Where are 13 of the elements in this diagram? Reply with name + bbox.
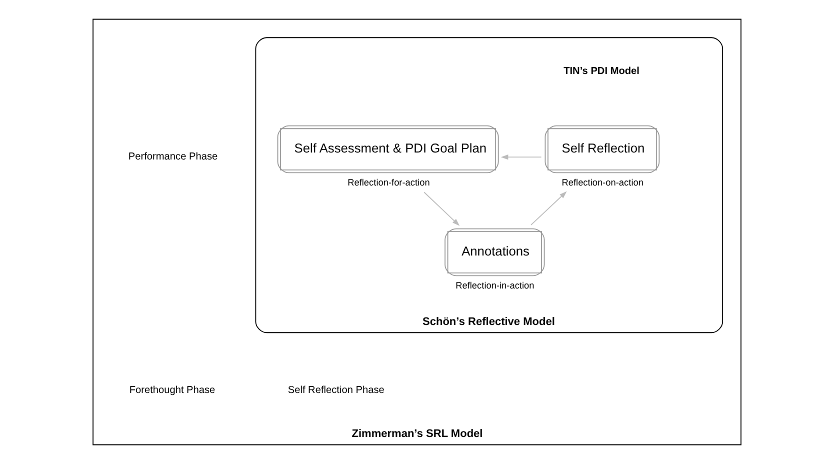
arrow xyxy=(423,192,460,226)
arrow xyxy=(500,154,542,160)
node-box: Self Reflection xyxy=(544,125,660,174)
label: TIN’s PDI Model xyxy=(563,66,639,78)
node-box: Annotations xyxy=(444,228,544,276)
label: Performance Phase xyxy=(128,152,218,163)
node-box: Self Assessment & PDI Goal Plan xyxy=(276,125,498,174)
label: Forethought Phase xyxy=(128,385,215,396)
node-label: Reflection-on-action xyxy=(561,178,643,188)
label: Self Reflection Phase xyxy=(287,385,384,396)
node-label: Reflection-in-action xyxy=(455,280,534,291)
arrow xyxy=(530,191,566,226)
node-label: Reflection-for-action xyxy=(347,178,430,188)
